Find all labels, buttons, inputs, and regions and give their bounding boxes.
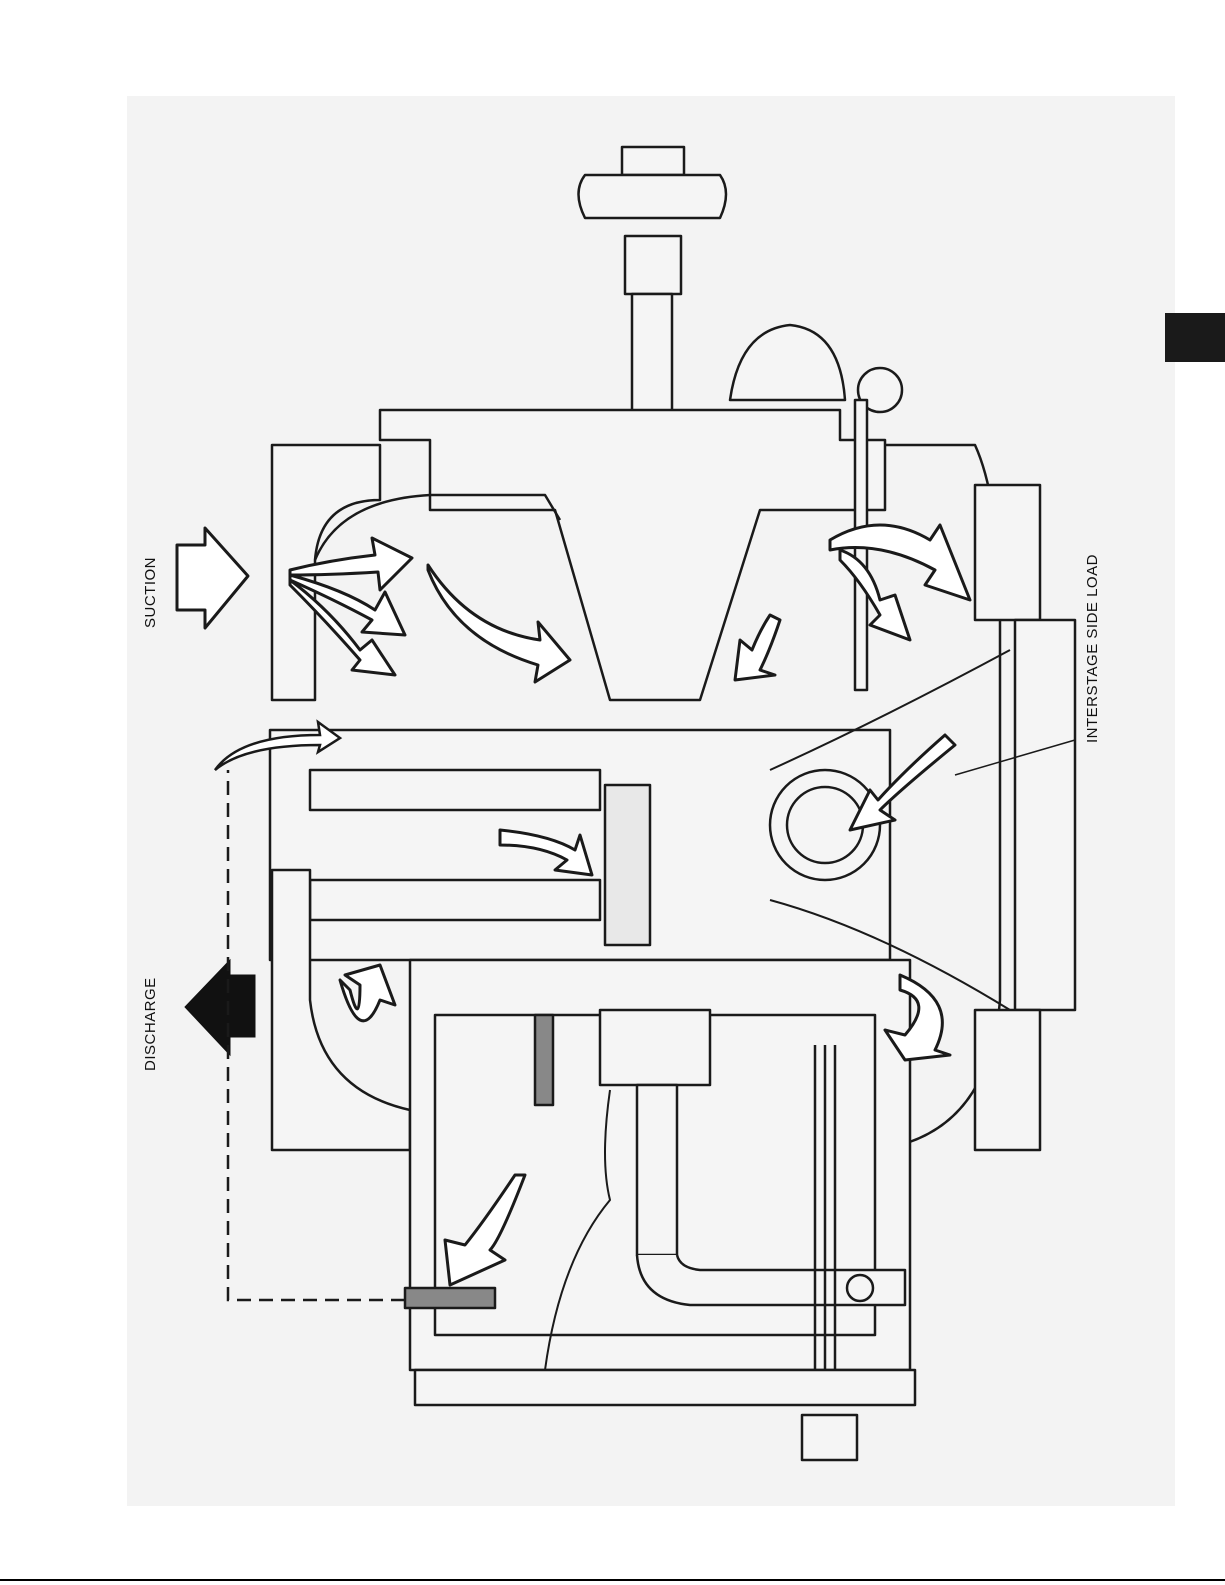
low-shaft-coupling [600, 1010, 710, 1085]
discharge-arrow [185, 960, 255, 1055]
motor-housing [975, 485, 1040, 620]
right-inlet-arrow-2 [840, 550, 910, 640]
vane-actuator [730, 325, 845, 400]
stage1-flow-arrow [428, 565, 570, 682]
shaft-cap [622, 147, 684, 175]
diffuser-bottom [310, 880, 600, 920]
filter-symbol [847, 1275, 873, 1301]
suction-label: SUCTION [142, 557, 159, 628]
impeller-hub [605, 785, 650, 945]
shaft-coupling [625, 236, 681, 294]
oil-pump-motor [802, 1415, 857, 1460]
low-shaft [637, 1085, 677, 1255]
upper-housing [380, 410, 885, 700]
diffuser-top [310, 770, 600, 810]
motor-end [975, 1010, 1040, 1150]
discharge-flow-arrow [340, 965, 395, 1021]
suction-arrow [177, 528, 248, 628]
oil-heater [535, 1015, 553, 1105]
page-bottom-rule [0, 1579, 1225, 1581]
interstage-side-load-label: INTERSTAGE SIDE LOAD [1084, 554, 1101, 743]
motor-body [1015, 620, 1075, 1010]
right-inlet-arrow-3 [735, 615, 780, 680]
discharge-label: DISCHARGE [142, 977, 159, 1071]
shaft-knob [579, 175, 727, 218]
oil-drain-plug [405, 1288, 495, 1308]
base-frame [415, 1370, 915, 1405]
